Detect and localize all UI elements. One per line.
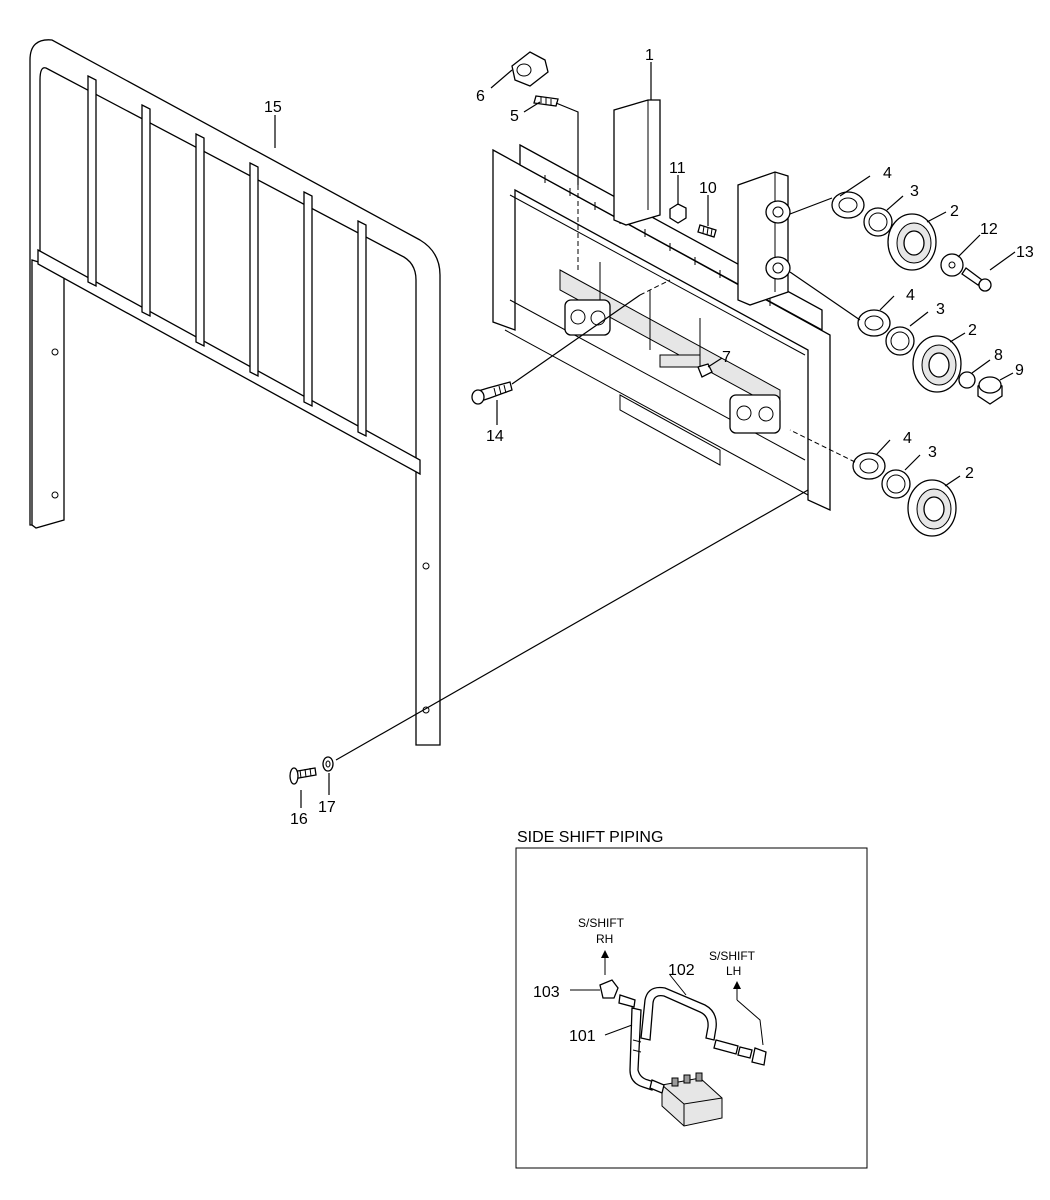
callout-7: 7 xyxy=(722,349,731,366)
callout-13: 13 xyxy=(1016,244,1034,261)
callout-15: 15 xyxy=(264,99,282,116)
lh-label-line2: LH xyxy=(726,964,741,978)
callout-4-middle: 4 xyxy=(906,287,915,304)
leader-lines xyxy=(274,62,1016,808)
rh-label-line1: S/SHIFT xyxy=(578,916,625,930)
callout-16: 16 xyxy=(290,811,308,828)
part-6-fitting xyxy=(511,51,549,87)
part-9-cap xyxy=(977,376,1003,405)
inset-frame xyxy=(515,847,868,1169)
part-14-bolt xyxy=(471,381,513,405)
callout-11: 11 xyxy=(669,160,686,177)
part-11-nut xyxy=(669,203,687,224)
callout-2-middle: 2 xyxy=(968,322,977,339)
part-16-bolt xyxy=(289,767,317,785)
roller-set-lower xyxy=(852,452,957,537)
rh-label-line2: RH xyxy=(596,932,613,946)
callout-3-middle: 3 xyxy=(936,301,945,318)
callout-4-lower: 4 xyxy=(903,430,912,447)
roller-set-middle xyxy=(857,309,962,393)
part-5-pin xyxy=(533,95,559,107)
callout-1: 1 xyxy=(645,47,654,64)
callout-102: 102 xyxy=(668,962,695,979)
part-10-stud xyxy=(697,224,717,238)
cylinder-mount-left xyxy=(564,299,611,336)
callout-10: 10 xyxy=(699,180,717,197)
callout-6: 6 xyxy=(476,88,485,105)
callout-labels: 1 2 3 4 5 6 7 8 9 10 11 12 13 14 15 16 1… xyxy=(264,47,1034,828)
part-12-washer xyxy=(940,253,964,277)
callout-8: 8 xyxy=(994,347,1003,364)
callout-17: 17 xyxy=(318,799,336,816)
part-13-bolt xyxy=(961,267,992,292)
cylinder-mount-right xyxy=(729,394,781,434)
callout-14: 14 xyxy=(486,428,504,445)
callout-2-lower: 2 xyxy=(965,465,974,482)
callout-12: 12 xyxy=(980,221,998,238)
backrest-vertical-bars xyxy=(87,74,367,438)
roller-stubs xyxy=(765,200,791,280)
part-8-plug xyxy=(958,371,976,389)
callout-9: 9 xyxy=(1015,362,1024,379)
callout-101: 101 xyxy=(569,1028,596,1045)
callout-2: 2 xyxy=(950,203,959,220)
inset-title: SIDE SHIFT PIPING xyxy=(517,829,663,846)
lh-label-line1: S/SHIFT xyxy=(709,949,756,963)
part-17-washer xyxy=(322,756,334,772)
side-shift-piping-inset: SIDE SHIFT PIPING S/SHIFT RH S/SHIFT LH xyxy=(515,829,868,1169)
callout-4: 4 xyxy=(883,165,892,182)
callout-5: 5 xyxy=(510,108,519,125)
load-backrest xyxy=(29,39,441,746)
callout-3-lower: 3 xyxy=(928,444,937,461)
roller-set-upper xyxy=(831,191,937,271)
callout-3: 3 xyxy=(910,183,919,200)
callout-103: 103 xyxy=(533,984,560,1001)
